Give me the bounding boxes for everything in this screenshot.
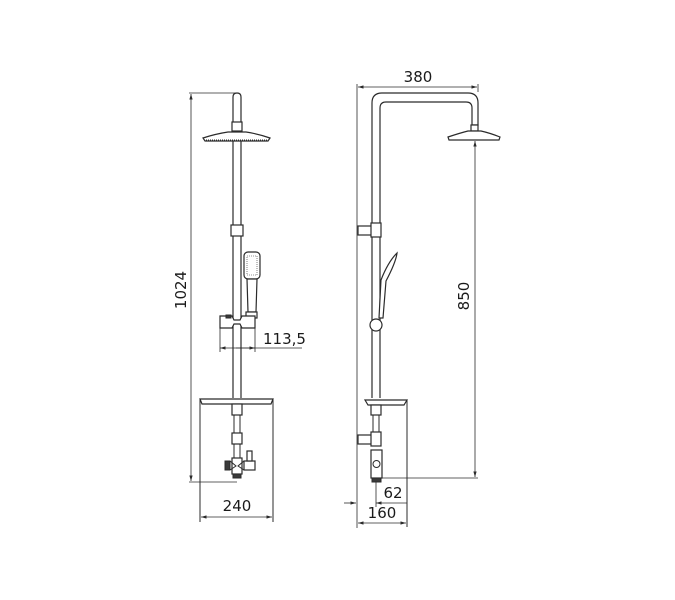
- dim-label-380: 380: [404, 68, 433, 86]
- front-pipe-joint: [230, 224, 244, 237]
- dim-label-113-5: 113,5: [263, 330, 306, 348]
- side-head-connector: [470, 124, 479, 132]
- side-soap-tray: [363, 399, 409, 406]
- side-shower-head: [447, 130, 501, 141]
- side-wall-bracket-lower: [357, 434, 373, 445]
- side-view: 380 850 62 160: [344, 68, 501, 528]
- side-hand-shower: [378, 251, 398, 319]
- dim-label-850: 850: [455, 282, 473, 311]
- dim-label-240: 240: [223, 497, 252, 515]
- side-diverter-valve: [370, 449, 383, 483]
- front-shower-head: [202, 131, 271, 142]
- side-wall-bracket-upper: [357, 225, 373, 236]
- dim-label-62: 62: [383, 484, 402, 502]
- front-head-connector: [231, 121, 243, 132]
- dim-label-1024: 1024: [172, 271, 190, 309]
- front-view: 113,5 1024 240: [172, 92, 306, 522]
- dim-label-160: 160: [368, 504, 397, 522]
- front-lower-joint: [231, 432, 243, 445]
- front-diverter-valve: [224, 450, 256, 479]
- front-soap-tray: [199, 398, 274, 405]
- front-hand-shower: [243, 251, 261, 319]
- side-slide-holder: [369, 318, 383, 332]
